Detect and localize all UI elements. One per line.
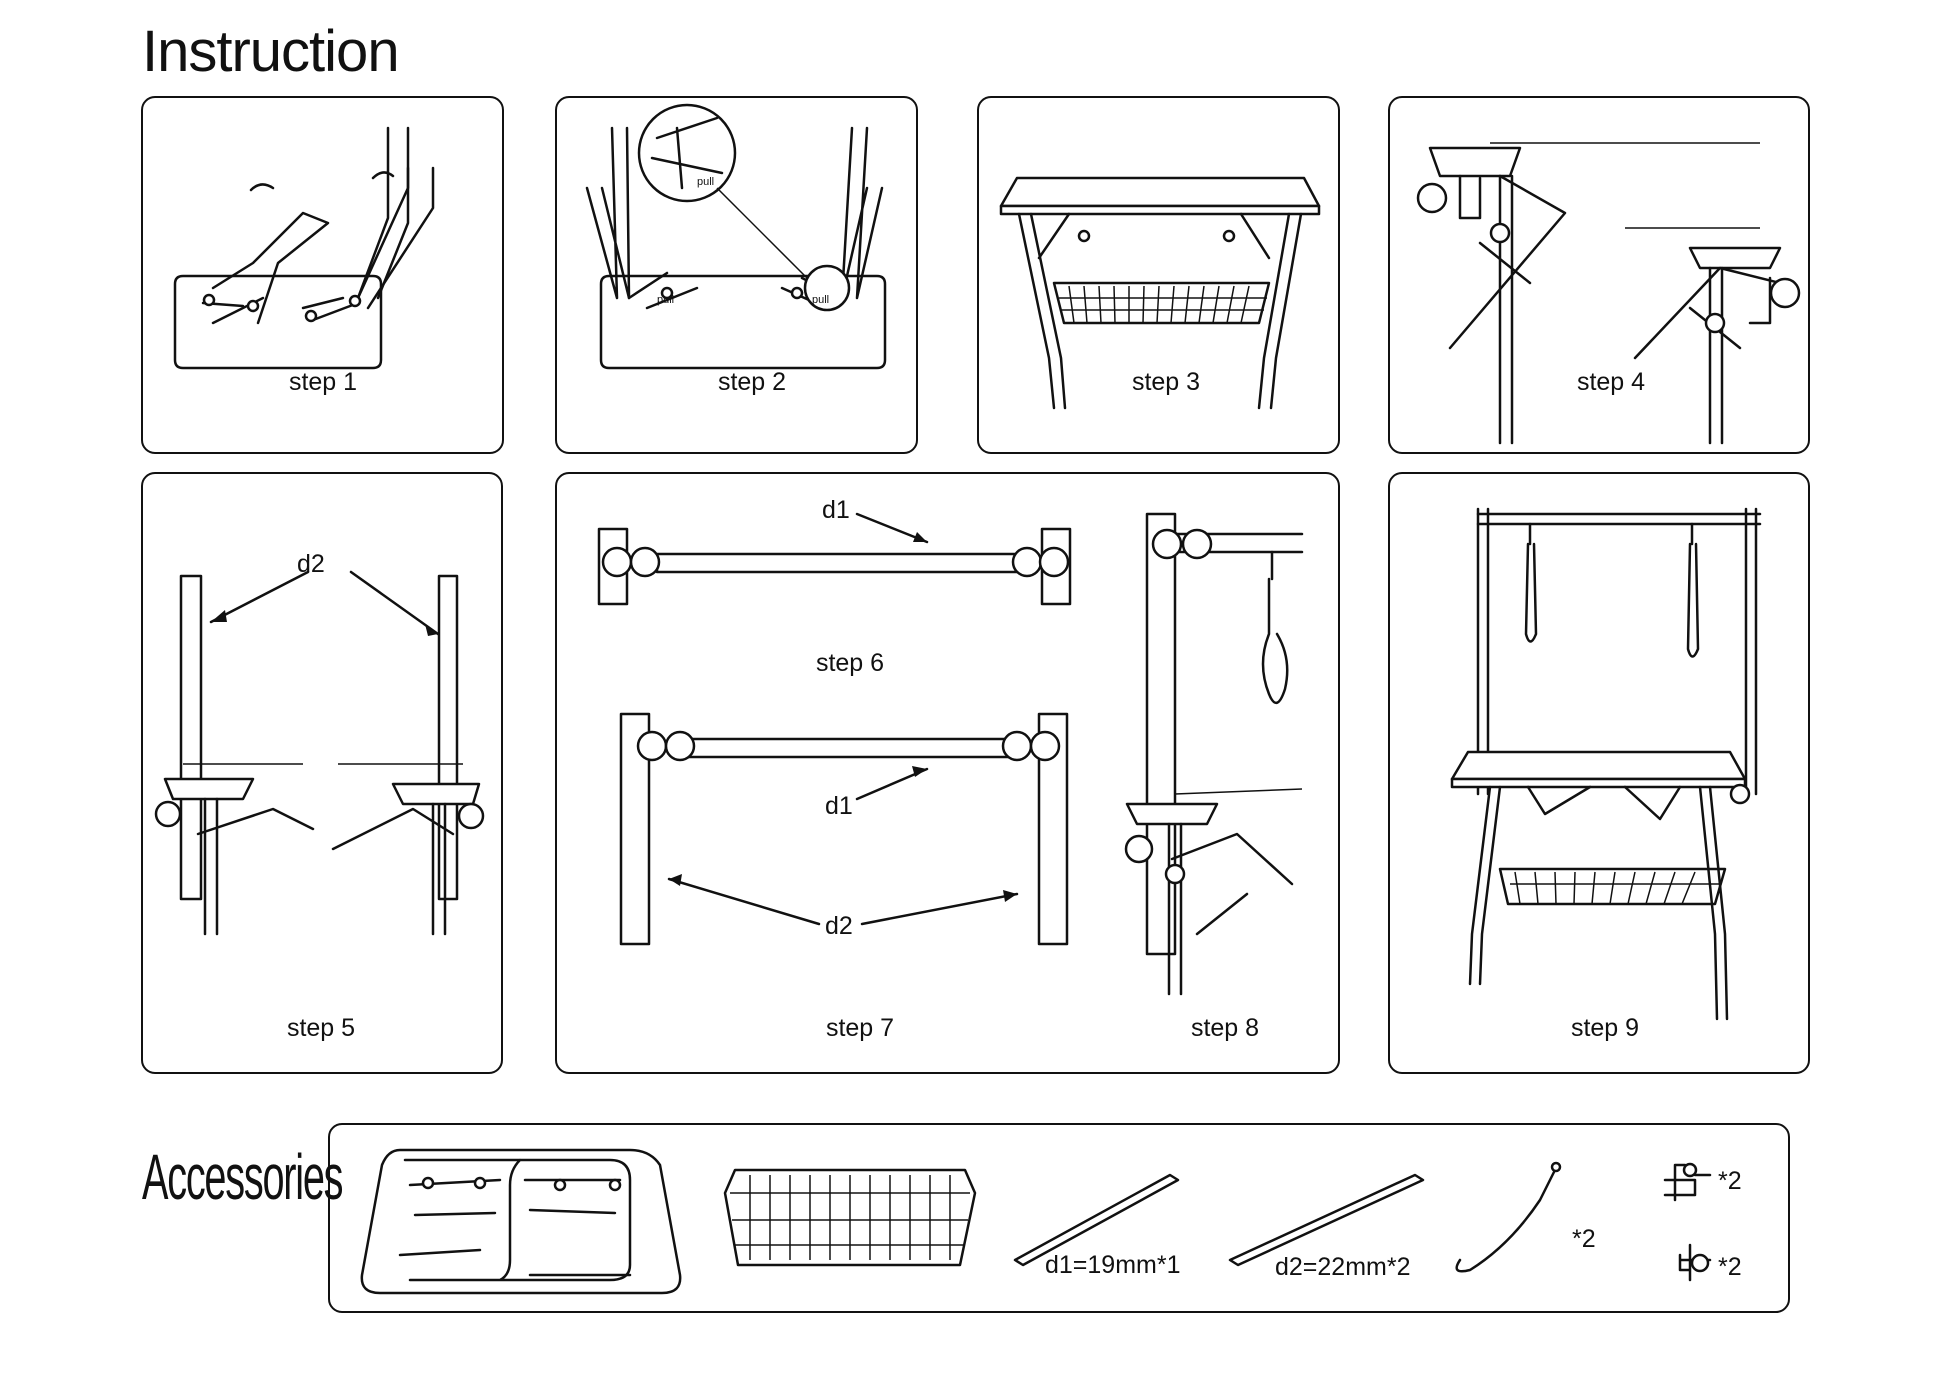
accessories-title: Accessories	[142, 1141, 344, 1213]
step-9-label: step 9	[1570, 1014, 1640, 1042]
step-2-label: step 2	[717, 368, 787, 396]
d1-label-step7: d1	[825, 792, 853, 820]
step-9-panel: step 9	[1388, 472, 1810, 1074]
d2-rod-label: d2=22mm*2	[1275, 1253, 1411, 1281]
page-title: Instruction	[142, 19, 400, 84]
step-7-label: step 7	[825, 1014, 895, 1042]
step-5-panel: d2 step 5	[141, 472, 503, 1074]
step-5-illustration	[154, 570, 485, 936]
accessories-illustration	[360, 1148, 1712, 1295]
step-1-illustration	[173, 126, 435, 370]
pull-label-left: pull	[657, 294, 675, 306]
step-3-panel: step 3	[977, 96, 1340, 454]
step-9-illustration	[1450, 507, 1762, 1021]
step-2-illustration	[585, 103, 887, 370]
step-8-label: step 8	[1190, 1014, 1260, 1042]
d1-label-step6: d1	[822, 496, 850, 524]
noose-qty-label: *2	[1572, 1225, 1596, 1253]
step-4-panel: step 4	[1388, 96, 1810, 454]
steps-6-7-8-illustration	[597, 512, 1304, 996]
step-3-label: step 3	[1131, 368, 1201, 396]
step-6-label: step 6	[815, 649, 885, 677]
pull-label-right: pull	[812, 294, 830, 306]
clamp-qty-label: *2	[1718, 1167, 1742, 1195]
step-4-label: step 4	[1576, 368, 1646, 396]
accessories-box: d1=19mm*1 d2=22mm*2 *2 *2 *2	[328, 1123, 1790, 1313]
step-1-panel: step 1	[141, 96, 504, 454]
d2-label-step7: d2	[825, 912, 853, 940]
d2-label-step5: d2	[297, 550, 325, 578]
pull-label-upper: pull	[697, 176, 715, 188]
steps-6-7-8-panel: d1 step 6 d1 d2 step 7 step 8	[555, 472, 1340, 1074]
step-3-illustration	[999, 176, 1321, 410]
step-5-label: step 5	[286, 1014, 356, 1042]
step-1-label: step 1	[288, 368, 358, 396]
step-4-illustration	[1416, 142, 1801, 445]
knob-qty-label: *2	[1718, 1253, 1742, 1281]
d1-rod-label: d1=19mm*1	[1045, 1251, 1181, 1279]
step-2-panel: pull pull pull step 2	[555, 96, 918, 454]
